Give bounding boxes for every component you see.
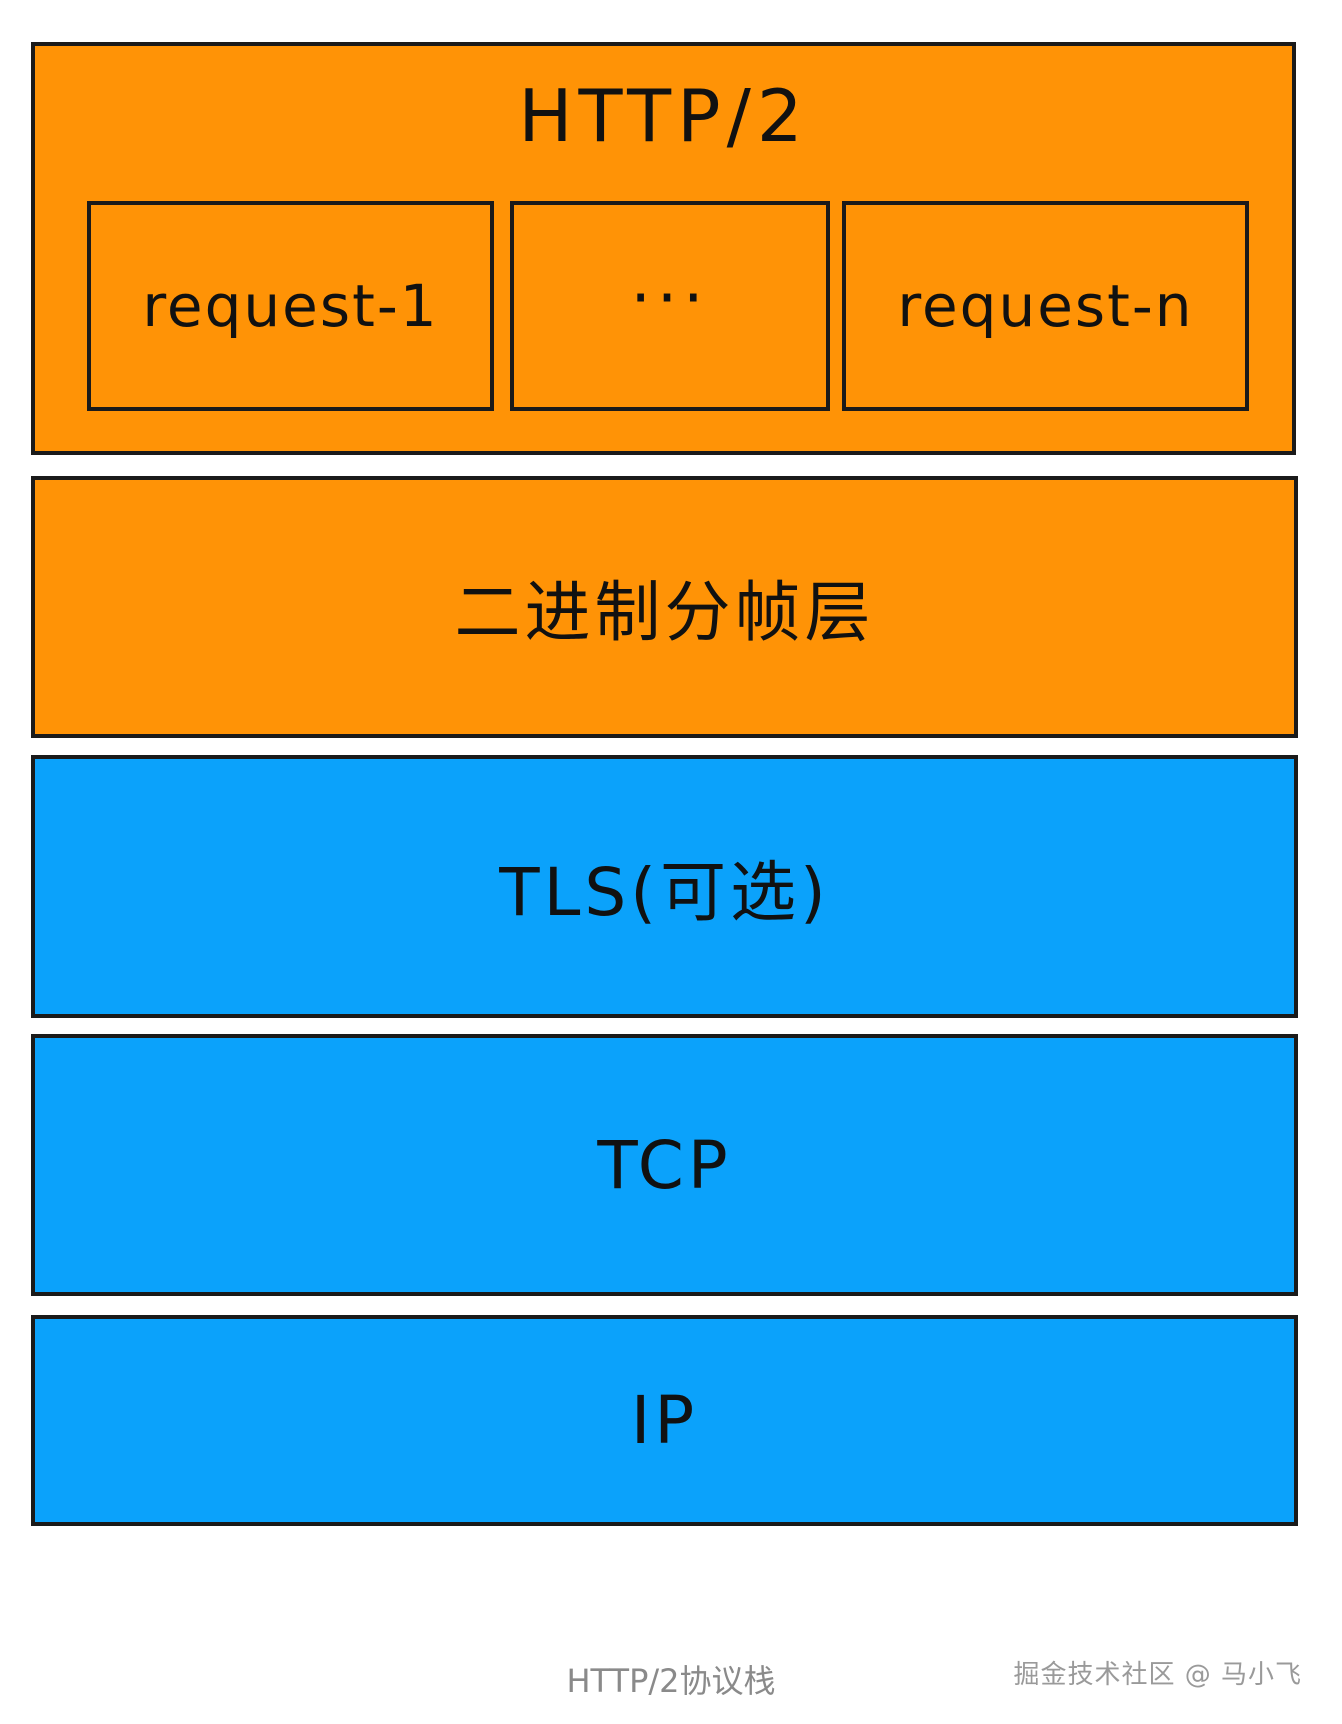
http2-layer: HTTP/2 request-1 ··· request-n [31, 42, 1296, 455]
tcp-label: TCP [597, 1126, 732, 1204]
request-ellipsis-box: ··· [510, 201, 830, 411]
http2-title: HTTP/2 [518, 74, 809, 158]
tls-layer: TLS(可选) [31, 755, 1298, 1018]
binary-framing-label: 二进制分帧层 [454, 574, 875, 651]
binary-framing-layer: 二进制分帧层 [31, 476, 1298, 738]
tcp-layer: TCP [31, 1034, 1298, 1296]
ip-label: IP [630, 1382, 699, 1459]
request-n-box: request-n [842, 201, 1249, 411]
tls-label: TLS(可选) [499, 853, 830, 931]
request-1-box: request-1 [87, 201, 494, 411]
figure-caption: HTTP/2协议栈 [566, 1662, 776, 1700]
watermark: 掘金技术社区 @ 马小飞 [1013, 1660, 1302, 1690]
ip-layer: IP [31, 1315, 1298, 1526]
